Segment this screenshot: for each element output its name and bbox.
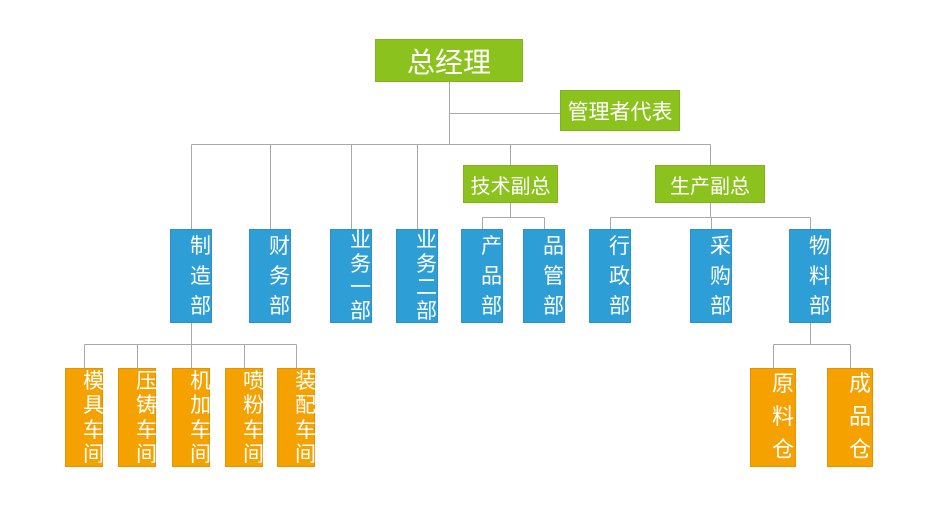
- node-dept-purchasing[interactable]: 采购部: [690, 229, 732, 323]
- node-workshop-assembly[interactable]: 装配车间: [277, 368, 316, 467]
- node-management-representative[interactable]: 管理者代表: [560, 90, 680, 131]
- node-dept-materials[interactable]: 物料部: [789, 229, 831, 323]
- node-dept-sales-two[interactable]: 业务二部: [396, 228, 438, 323]
- node-label: 机加车间: [190, 368, 211, 467]
- node-label: 生产副总: [670, 173, 750, 198]
- node-vp-production[interactable]: 生产副总: [655, 165, 765, 203]
- node-label: 业务二部: [416, 228, 437, 323]
- node-label: 行政部: [609, 234, 630, 318]
- node-label: 压铸车间: [136, 368, 157, 467]
- node-dept-finance[interactable]: 财务部: [249, 229, 291, 323]
- node-label: 物料部: [809, 234, 830, 318]
- connector-manufacturing-branch: [84, 323, 297, 368]
- node-label: 模具车间: [83, 368, 104, 467]
- node-label: 成品仓: [849, 372, 872, 463]
- node-workshop-machining[interactable]: 机加车间: [172, 368, 211, 467]
- node-label: 原料仓: [772, 372, 795, 463]
- connector-main-drops: [191, 144, 711, 229]
- connector-materials-branch: [773, 323, 851, 368]
- node-label: 业务一部: [350, 228, 371, 323]
- node-label: 总经理: [406, 45, 491, 79]
- node-warehouse-raw-materials[interactable]: 原料仓: [750, 368, 796, 467]
- node-dept-product[interactable]: 产品部: [461, 229, 503, 323]
- node-dept-quality[interactable]: 品管部: [523, 229, 565, 323]
- node-label: 产品部: [481, 234, 502, 318]
- node-label: 制造部: [190, 234, 211, 318]
- node-dept-manufacturing[interactable]: 制造部: [170, 229, 212, 323]
- connector-tech-vp-branch: [482, 203, 545, 229]
- node-label: 采购部: [710, 234, 731, 318]
- node-workshop-powder-coating[interactable]: 喷粉车间: [225, 368, 264, 467]
- node-general-manager[interactable]: 总经理: [375, 39, 523, 82]
- node-warehouse-finished-goods[interactable]: 成品仓: [827, 368, 873, 467]
- node-vp-technology[interactable]: 技术副总: [463, 165, 558, 203]
- node-label: 技术副总: [470, 173, 551, 198]
- node-label: 管理者代表: [567, 99, 673, 124]
- node-label: 装配车间: [295, 368, 316, 467]
- node-label: 财务部: [269, 234, 290, 318]
- node-dept-admin[interactable]: 行政部: [589, 229, 631, 323]
- node-workshop-die-casting[interactable]: 压铸车间: [118, 368, 157, 467]
- node-label: 喷粉车间: [243, 368, 264, 467]
- node-workshop-mold[interactable]: 模具车间: [65, 368, 104, 467]
- node-dept-sales-one[interactable]: 业务一部: [330, 228, 372, 323]
- node-label: 品管部: [543, 234, 564, 318]
- connector-prod-vp-branch: [610, 203, 811, 229]
